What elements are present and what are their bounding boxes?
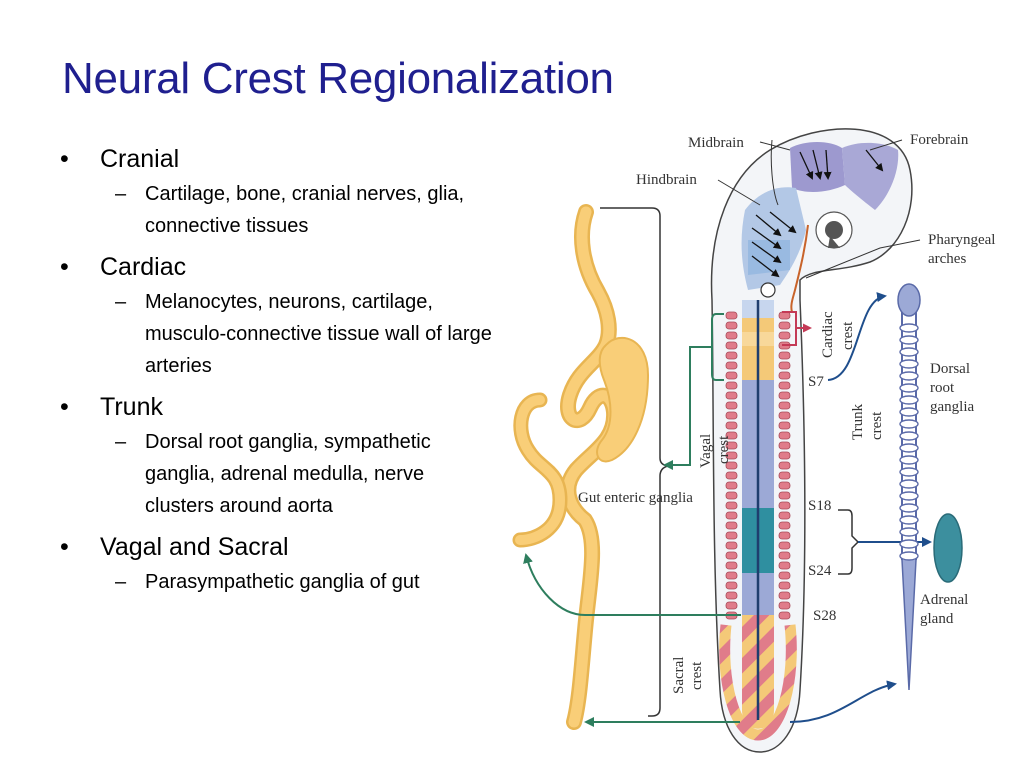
label-sacral: Sacral (671, 657, 687, 694)
brain-regions (741, 139, 899, 298)
ganglia-beads (899, 323, 919, 561)
figure-labels: Midbrain Forebrain Hindbrain Pharyngeal … (578, 132, 995, 694)
trunk-drg-arrow (827, 292, 887, 381)
bullet-label: Cardiac (100, 253, 187, 281)
label-trunk: Trunk (850, 403, 866, 440)
label-arches: arches (928, 251, 966, 267)
bullet-marker: • (60, 393, 69, 421)
label-pharyngeal: Pharyngeal (928, 232, 995, 248)
label-forebrain: Forebrain (910, 132, 969, 148)
label-midbrain: Midbrain (688, 135, 744, 151)
sub-bullet-trunk: –Dorsal root ganglia, sympathetic gangli… (58, 426, 498, 522)
label-s24: S24 (808, 563, 832, 579)
bullet-trunk: • Trunk (58, 390, 498, 424)
label-trunk-crest: crest (869, 411, 885, 440)
bullet-cardiac: • Cardiac (58, 250, 498, 284)
sub-bullet-text: Cartilage, bone, cranial nerves, glia, c… (145, 183, 465, 237)
dash-marker: – (115, 571, 127, 593)
bullet-label: Cranial (100, 145, 180, 173)
bullet-label: Vagal and Sacral (100, 533, 289, 561)
dash-marker: – (115, 431, 127, 453)
label-s7: S7 (808, 374, 824, 390)
bullet-marker: • (60, 145, 69, 173)
somites (725, 311, 791, 620)
s18-s24-bracket (838, 509, 860, 575)
label-gut-enteric-ganglia: Gut enteric ganglia (578, 490, 693, 506)
label-root: root (930, 380, 955, 396)
sub-bullet-text: Dorsal root ganglia, sympathetic ganglia… (145, 431, 431, 517)
bullet-marker: • (60, 253, 69, 281)
label-vagal: Vagal (698, 434, 714, 468)
label-adrenal: Adrenal (920, 592, 968, 608)
gut-tube (512, 204, 650, 730)
gut-bracket (600, 207, 669, 717)
adrenal-gland-shape (933, 513, 963, 583)
sub-bullet-text: Parasympathetic ganglia of gut (145, 571, 420, 593)
sacral-nerve-arrow (789, 680, 897, 723)
bullet-cranial: • Cranial (58, 142, 498, 176)
label-ganglia: ganglia (930, 399, 974, 415)
sub-bullet-text: Melanocytes, neurons, cartilage, musculo… (145, 291, 492, 377)
bullet-vagal-sacral: • Vagal and Sacral (58, 530, 498, 564)
label-cardiac-crest: crest (840, 321, 856, 350)
dash-marker: – (115, 183, 127, 205)
label-s18: S18 (808, 498, 831, 514)
bullet-list: •Cranial –Cartilage, bone, cranial nerve… (58, 142, 498, 598)
vagal-arrow (663, 346, 712, 470)
leader-lines (717, 139, 921, 279)
s28-gut-arrow (523, 553, 741, 616)
label-vagal-crest: crest (716, 435, 732, 464)
dash-marker: – (115, 291, 127, 313)
neural-tube (742, 300, 774, 729)
bullet-label: Trunk (100, 393, 163, 421)
label-s28: S28 (813, 608, 836, 624)
pharyngeal-arch-path (790, 224, 809, 313)
sacral-region (719, 624, 797, 741)
sub-bullet-cardiac: –Melanocytes, neurons, cartilage, muscul… (58, 286, 498, 382)
label-gland: gland (920, 611, 954, 627)
label-sacral-crest: crest (689, 661, 705, 690)
label-dorsal: Dorsal (930, 361, 970, 377)
sub-bullet-vagal-sacral: –Parasympathetic ganglia of gut (58, 566, 498, 598)
slide-title: Neural Crest Regionalization (62, 54, 614, 103)
bullet-marker: • (60, 533, 69, 561)
cranial-migration-arrows (751, 149, 884, 278)
label-cardiac: Cardiac (820, 311, 836, 358)
sub-bullet-cranial: –Cartilage, bone, cranial nerves, glia, … (58, 178, 498, 242)
label-hindbrain: Hindbrain (636, 172, 697, 188)
